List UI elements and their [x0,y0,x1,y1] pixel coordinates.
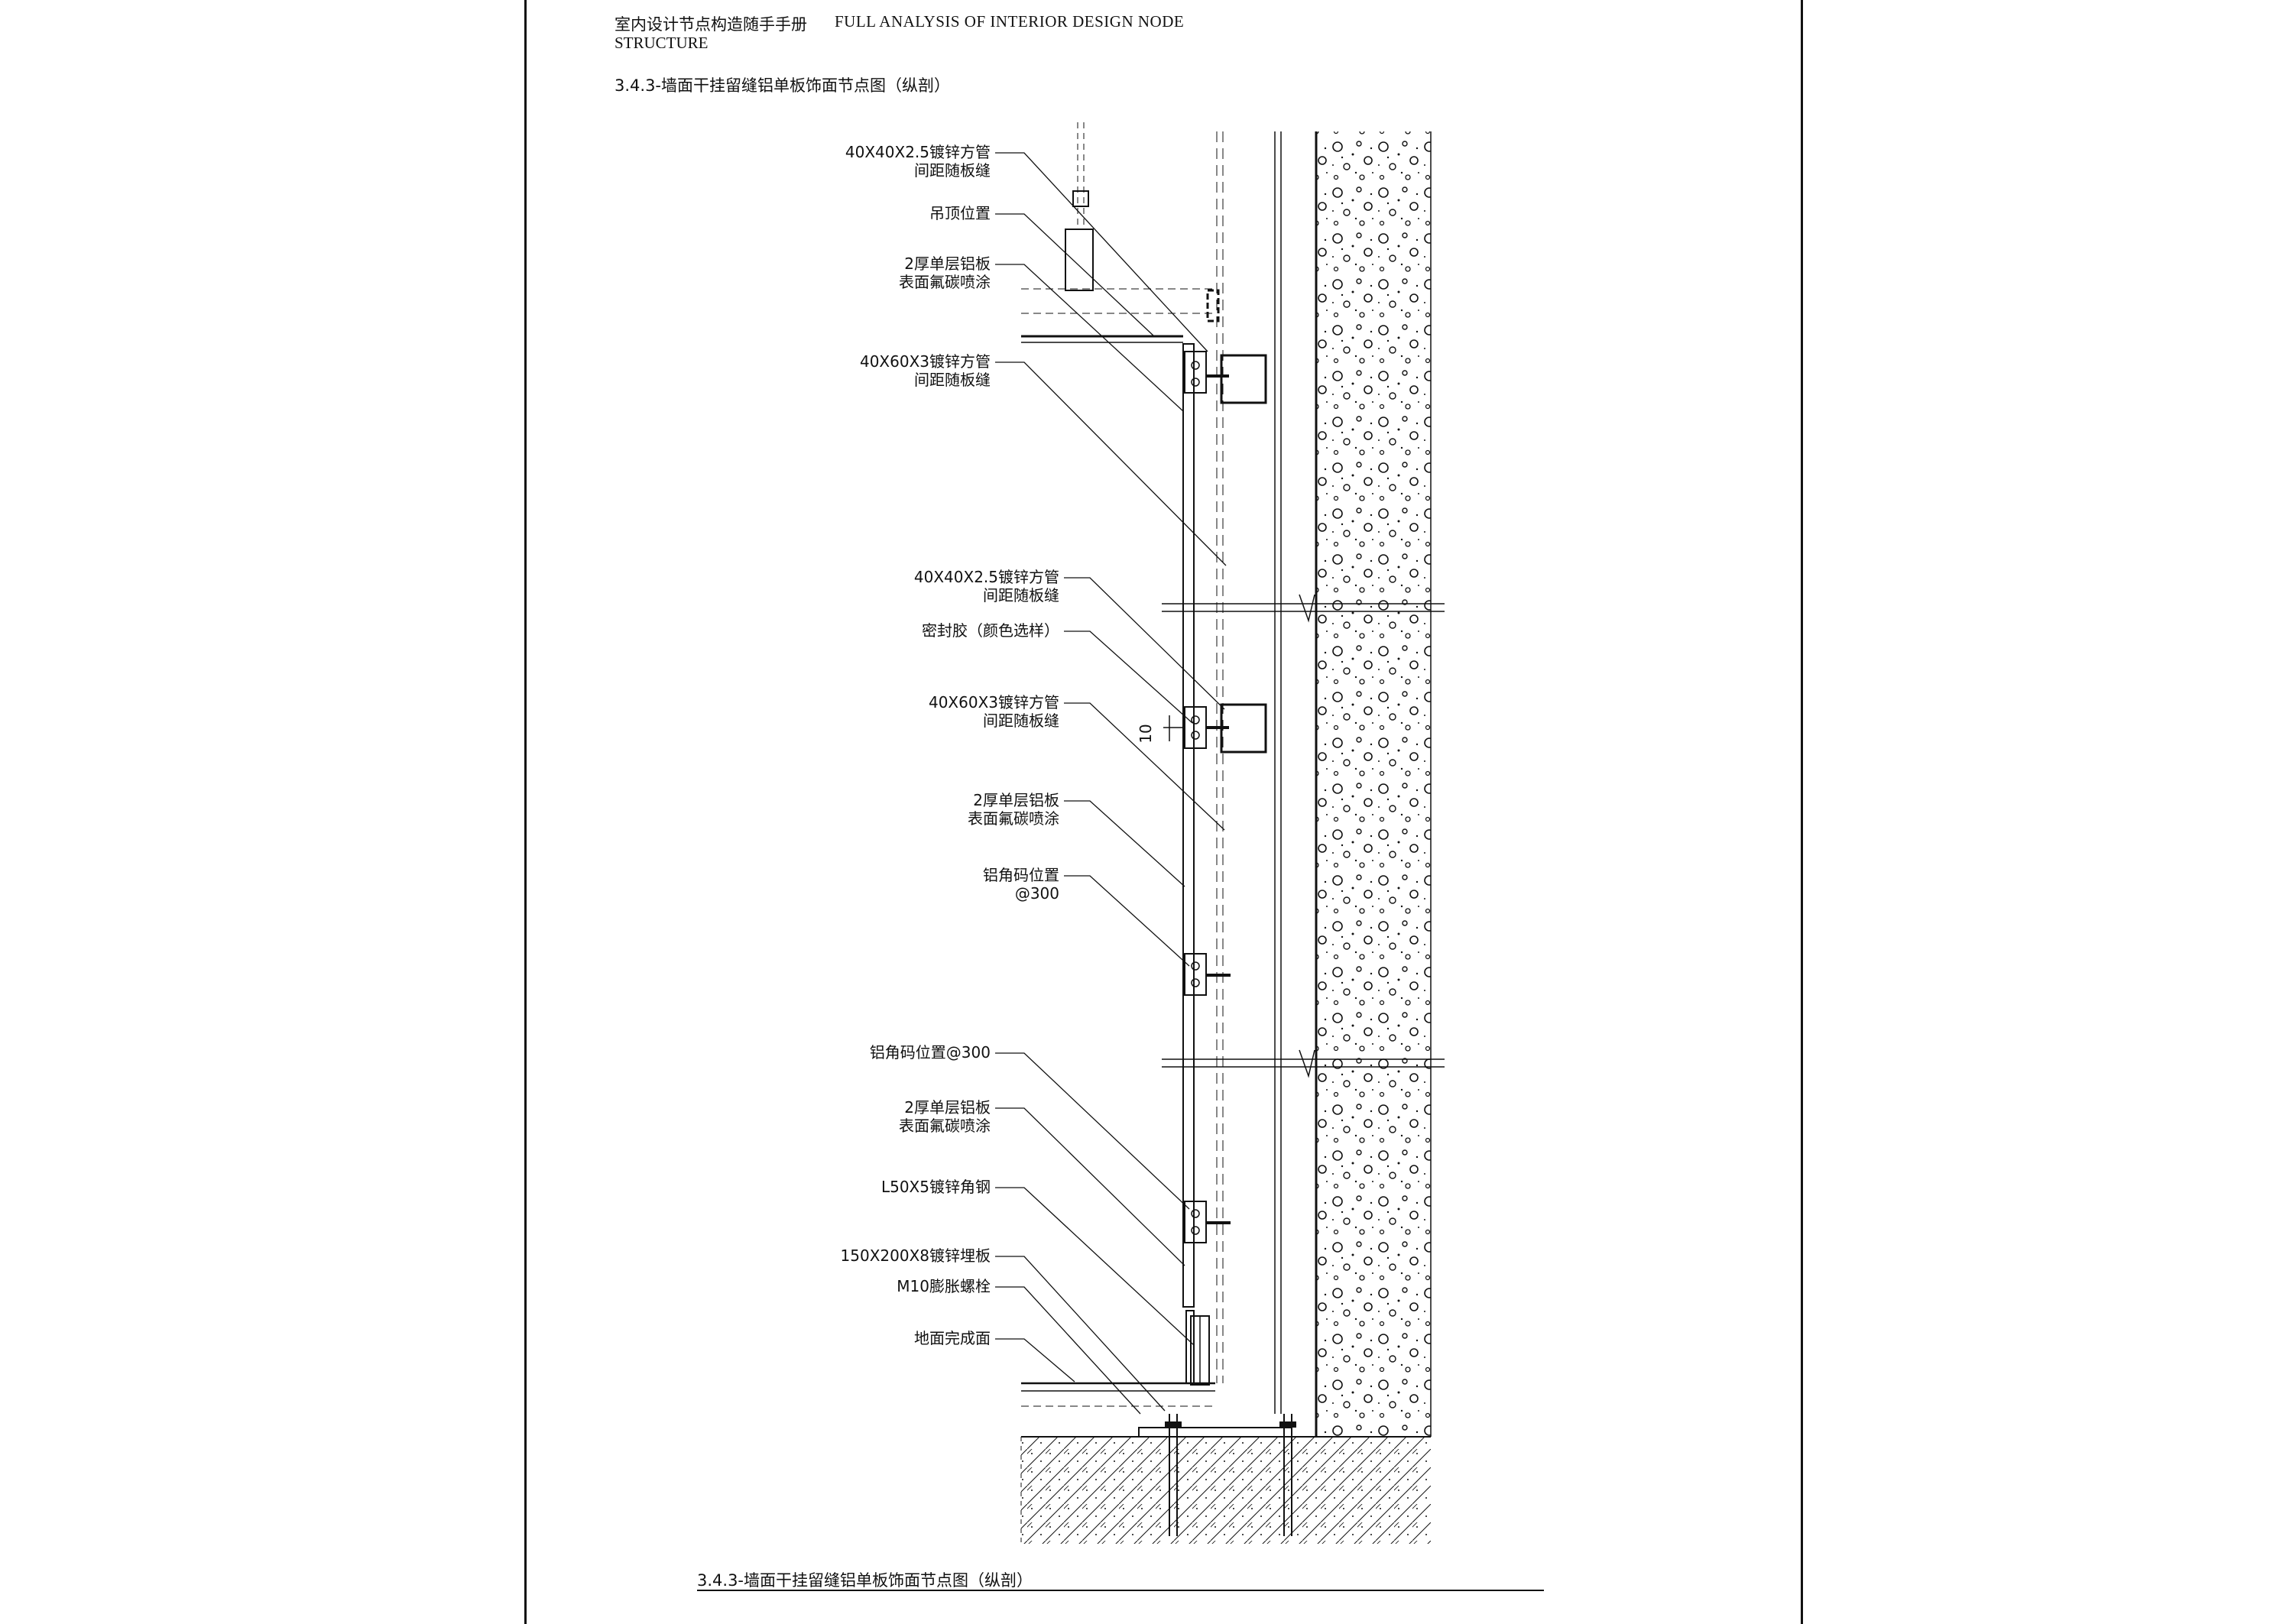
floor-finish [1021,1382,1215,1407]
leader-lines [995,152,1227,1415]
angle-bracket-2 [1184,1201,1231,1243]
callout-label: 地面完成面 [914,1329,991,1347]
section-title: 3.4.3-墙面干挂留缝铝单板饰面节点图（纵剖） [615,76,951,95]
callout-label: 2厚单层铝板 [904,254,991,273]
page-border-right [1801,0,1803,1624]
inner-wall-lines [1216,131,1282,1414]
wall-concrete [1315,131,1432,1437]
callout-label: 铝角码位置 [983,866,1059,884]
callout-label: 密封胶（颜色选样） [922,621,1059,640]
base-angle [1138,1315,1292,1438]
callout-label: 间距随板缝 [914,161,991,180]
callout-label: 40X60X3镀锌方管 [929,693,1059,712]
callout-label: 2厚单层铝板 [973,791,1059,809]
callout-label: 40X40X2.5镀锌方管 [914,568,1059,586]
callout-label: 40X40X2.5镀锌方管 [845,143,991,161]
break-lines [1162,594,1445,1078]
callout-label: 表面氟碳喷涂 [899,1117,991,1135]
callout-label: 间距随板缝 [983,586,1059,605]
dimension-text: 10 [1137,724,1155,743]
manual-title-en-line2: STRUCTURE [615,34,709,52]
ground-slab [1020,1436,1431,1544]
callout-label: 表面氟碳喷涂 [968,809,1059,828]
callout-label: 表面氟碳喷涂 [899,273,991,291]
callout-label: M10膨胀螺栓 [897,1277,991,1295]
callout-label: 吊顶位置 [929,204,991,222]
callout-label: 铝角码位置@300 [870,1043,991,1062]
callout-label: 40X60X3镀锌方管 [860,352,991,371]
callout-label: @300 [1015,884,1059,903]
callout-label: L50X5镀锌角钢 [881,1178,991,1196]
anchor-bolts [1165,1414,1296,1536]
callout-label: 间距随板缝 [914,371,991,389]
drawing-caption: 3.4.3-墙面干挂留缝铝单板饰面节点图（纵剖） [697,1571,1033,1590]
ceiling [1021,122,1220,343]
angle-bracket-1 [1184,953,1231,996]
steel-tube-middle [1163,703,1267,754]
callout-label: 150X200X8镀锌埋板 [841,1246,991,1265]
steel-tube-upper [1184,351,1267,404]
page-border-left [524,0,527,1624]
manual-title-en: FULL ANALYSIS OF INTERIOR DESIGN NODE [835,12,1185,31]
callout-label: 间距随板缝 [983,712,1059,730]
manual-title-cn: 室内设计节点构造随手手册 [615,15,807,34]
caption-rule [697,1590,1544,1591]
callout-label: 2厚单层铝板 [904,1098,991,1117]
callout-labels: 40X40X2.5镀锌方管间距随板缝吊顶位置2厚单层铝板表面氟碳喷涂40X60X… [841,143,1059,1347]
